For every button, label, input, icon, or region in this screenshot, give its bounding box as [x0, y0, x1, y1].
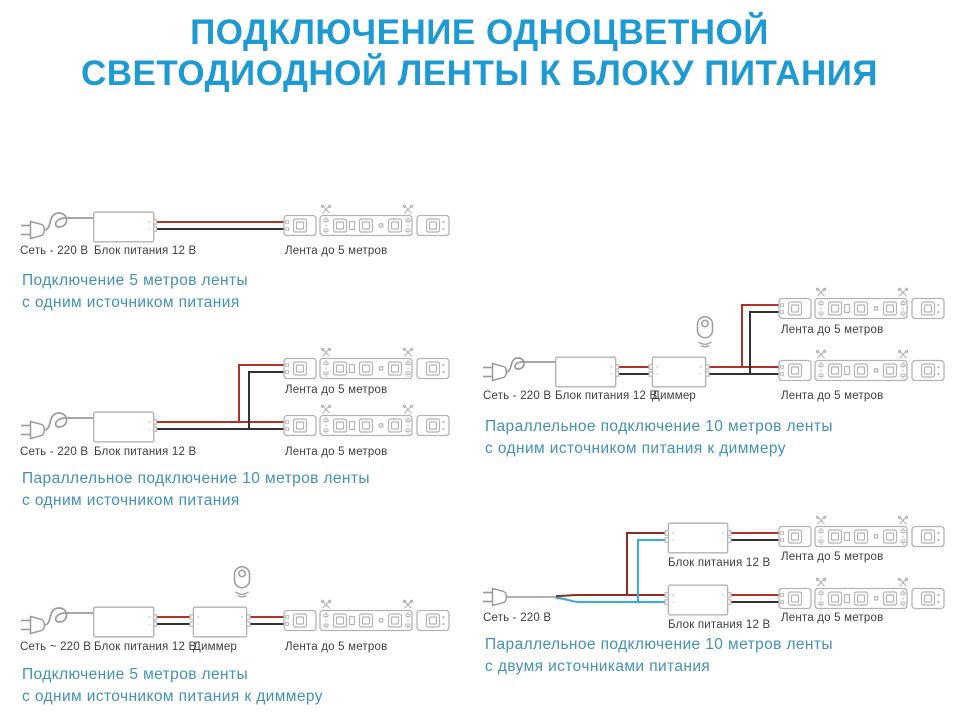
- caption-line: Параллельное подключение 10 метров ленты: [485, 636, 833, 653]
- caption-line: с одним источником питания: [22, 294, 240, 311]
- led-strip-bottom: [778, 349, 945, 382]
- psu-box: [92, 606, 158, 638]
- label-strip-bottom: Лента до 5 метров: [781, 612, 884, 624]
- led-strip: [283, 204, 450, 237]
- label-psu-bottom: Блок питания 12 В: [668, 619, 771, 631]
- diagram-caption: Подключение 5 метров ленты с одним источ…: [22, 664, 323, 708]
- label-strip: Лента до 5 метров: [285, 245, 388, 257]
- caption-line: Подключение 5 метров ленты: [22, 666, 249, 683]
- caption-line: Параллельное подключение 10 метров ленты: [485, 418, 833, 435]
- label-psu: Блок питания 12 В: [555, 390, 658, 402]
- power-plug-icon: [20, 615, 46, 635]
- page-title: ПОДКЛЮЧЕНИЕ ОДНОЦВЕТНОЙ СВЕТОДИОДНОЙ ЛЕН…: [0, 12, 959, 94]
- power-plug-icon: [20, 420, 46, 440]
- wire-blue-neutral: [555, 538, 665, 604]
- power-plug-icon: [20, 220, 46, 240]
- wire-black-negative: [157, 371, 287, 430]
- caption-line: с одним источником питания к диммеру: [485, 440, 786, 457]
- label-mains: Сеть - 220 В: [483, 612, 552, 624]
- label-mains: Сеть - 220 В: [483, 390, 552, 402]
- label-strip: Лента до 5 метров: [285, 641, 388, 653]
- led-strip-top: [778, 515, 945, 548]
- label-mains: Сеть - 220 В: [20, 446, 89, 458]
- power-cord: [43, 607, 94, 626]
- psu-box: [92, 211, 158, 243]
- psu-box: [555, 356, 620, 388]
- diagram-caption: Параллельное подключение 10 метров ленты…: [22, 468, 370, 512]
- label-psu: Блок питания 12 В: [94, 641, 197, 653]
- diagram-parallel-two-strips-two-psu: [482, 515, 945, 616]
- label-mains: Сеть ~ 220 В: [20, 641, 92, 653]
- label-strip-bottom: Лента до 5 метров: [781, 390, 884, 402]
- caption-line: Параллельное подключение 10 метров ленты: [22, 470, 370, 487]
- label-mains: Сеть - 220 В: [20, 245, 89, 257]
- diagram-parallel-two-strips-single-psu: [20, 347, 450, 443]
- wire-mains-line: [555, 532, 665, 597]
- label-strip-top: Лента до 5 метров: [781, 551, 884, 563]
- label-dimmer: Диммер: [193, 641, 238, 653]
- wire-black-negative: [731, 539, 782, 603]
- diagram-single-strip-psu-dimmer: [20, 565, 450, 638]
- led-strip-top: [778, 287, 945, 320]
- psu-box-top: [664, 522, 732, 554]
- power-cord: [43, 412, 94, 431]
- wire-red-positive: [731, 532, 782, 596]
- wire-red-positive: [157, 364, 287, 423]
- label-psu: Блок питания 12 В: [94, 245, 197, 257]
- caption-line: с двумя источниками питания: [485, 658, 711, 675]
- label-strip-top: Лента до 5 метров: [781, 324, 884, 336]
- remote-control-icon: [696, 315, 714, 348]
- remote-control-icon: [233, 565, 251, 598]
- led-strip-top: [283, 347, 450, 380]
- wire-black-negative: [618, 311, 782, 375]
- diagram-single-strip-single-psu: [20, 204, 450, 243]
- led-strip-bottom: [283, 404, 450, 437]
- psu-box-bottom: [664, 584, 732, 616]
- label-psu-top: Блок питания 12 В: [668, 557, 771, 569]
- power-cord: [43, 212, 94, 231]
- power-cord: [505, 357, 556, 373]
- label-strip-top: Лента до 5 метров: [285, 384, 388, 396]
- dimmer-box: [189, 606, 251, 638]
- page-title-line1: ПОДКЛЮЧЕНИЕ ОДНОЦВЕТНОЙ: [190, 13, 769, 52]
- diagram-caption: Подключение 5 метров ленты с одним источ…: [22, 270, 248, 314]
- psu-box: [92, 411, 158, 443]
- led-strip: [283, 599, 450, 632]
- power-plug-icon: [482, 362, 508, 382]
- caption-line: с одним источником питания: [22, 492, 240, 509]
- diagram-parallel-two-strips-psu-dimmer: [482, 287, 945, 388]
- caption-line: с одним источником питания к диммеру: [22, 688, 323, 705]
- page-title-line2: СВЕТОДИОДНОЙ ЛЕНТЫ К БЛОКУ ПИТАНИЯ: [80, 54, 879, 93]
- caption-line: Подключение 5 метров ленты: [22, 272, 249, 289]
- dimmer-box: [648, 356, 710, 388]
- diagram-caption: Параллельное подключение 10 метров ленты…: [485, 634, 833, 678]
- diagram-caption: Параллельное подключение 10 метров ленты…: [485, 416, 833, 460]
- label-strip-bottom: Лента до 5 метров: [285, 446, 388, 458]
- label-dimmer: Диммер: [652, 390, 697, 402]
- led-strip-bottom: [778, 577, 945, 610]
- label-psu: Блок питания 12 В: [94, 446, 197, 458]
- wire-red-positive: [618, 304, 782, 368]
- power-plug-icon: [482, 587, 508, 607]
